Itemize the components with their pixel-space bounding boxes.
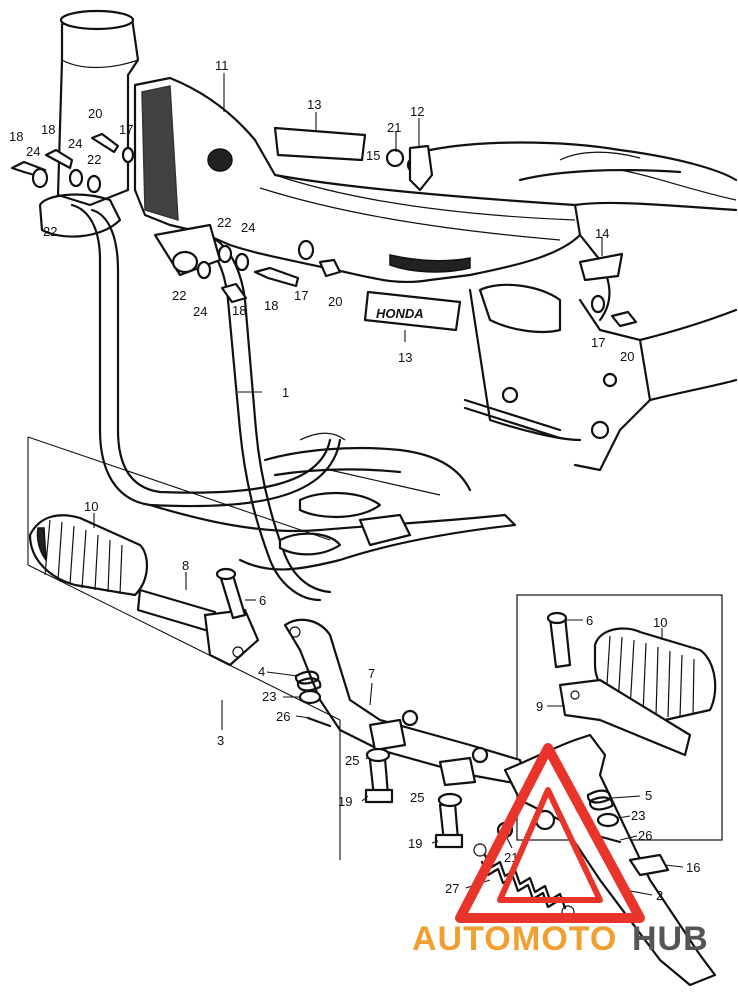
emblem-text: HONDA (376, 306, 424, 321)
footrest-rubber-left (28, 514, 148, 597)
main-stand (283, 618, 527, 787)
callout-18-c: 18 (232, 303, 246, 318)
callout-24-d: 24 (193, 304, 207, 319)
main-frame-spine (133, 76, 582, 284)
head-pipe (38, 9, 140, 238)
watermark-text-auto: AUTO (412, 920, 512, 958)
footrest-bar-right (558, 678, 692, 757)
callout-10-right: 10 (653, 615, 667, 630)
callout-15: 15 (366, 148, 380, 163)
callout-23-right: 23 (631, 808, 645, 823)
callout-21-top: 21 (387, 120, 401, 135)
callout-24-c: 24 (241, 220, 255, 235)
callout-12: 12 (410, 104, 424, 119)
callout-19-a: 19 (338, 794, 352, 809)
callout-24-b: 24 (68, 136, 82, 151)
callout-4: 4 (258, 664, 265, 679)
callout-13-emblem: 13 (398, 350, 412, 365)
callout-22-left: 22 (43, 224, 57, 239)
callout-26-right: 26 (638, 828, 652, 843)
pin-right (546, 611, 572, 669)
callout-8: 8 (182, 558, 189, 573)
callout-25-b: 25 (410, 790, 424, 805)
watermark-triangle-icon (455, 743, 645, 923)
callout-10-left: 10 (84, 499, 98, 514)
callout-22-mid: 22 (217, 215, 231, 230)
callout-25-a: 25 (345, 753, 359, 768)
callout-2: 2 (656, 888, 663, 903)
watermark-inner-triangle-icon (497, 787, 603, 903)
callout-11: 11 (215, 58, 229, 73)
watermark-text-hub: HUB (632, 920, 709, 958)
callout-26-left: 26 (276, 709, 290, 724)
callout-24-a: 24 (26, 144, 40, 159)
callout-7: 7 (368, 666, 375, 681)
watermark-text-moto: MOTO (512, 920, 617, 958)
callout-17-right: 17 (591, 335, 605, 350)
callout-18-b: 18 (41, 122, 55, 137)
callout-17-head: 17 (119, 122, 133, 137)
callout-23-left: 23 (262, 689, 276, 704)
emblem-plate-top (273, 126, 367, 162)
callout-13-top: 13 (307, 97, 321, 112)
callout-16: 16 (686, 860, 700, 875)
pin-left (215, 567, 247, 620)
rear-frame (428, 141, 738, 472)
plate-14 (578, 252, 624, 282)
callout-5: 5 (645, 788, 652, 803)
callout-22-low: 22 (172, 288, 186, 303)
callout-27: 27 (445, 881, 459, 896)
callout-18-d: 18 (264, 298, 278, 313)
callout-6-left: 6 (259, 593, 266, 608)
callout-17-mid: 17 (294, 288, 308, 303)
callout-14: 14 (595, 226, 609, 241)
callout-6-right: 6 (586, 613, 593, 628)
callout-3: 3 (217, 733, 224, 748)
callout-22-head: 22 (87, 152, 101, 167)
callout-1: 1 (282, 385, 289, 400)
footrest-bar-left (136, 588, 260, 667)
callout-20-right: 20 (620, 349, 634, 364)
callout-19-b: 19 (408, 836, 422, 851)
floor-step-pan (148, 432, 517, 571)
callout-20-head: 20 (88, 106, 102, 121)
bracket-12 (408, 144, 434, 192)
step-group-bracket (27, 436, 341, 860)
emblem-honda: HONDA (363, 290, 462, 332)
callout-20-mid: 20 (328, 294, 342, 309)
watermark-logo: AUTO MOTO HUB (412, 743, 709, 958)
callout-18-a: 18 (9, 129, 23, 144)
callout-9: 9 (536, 699, 543, 714)
